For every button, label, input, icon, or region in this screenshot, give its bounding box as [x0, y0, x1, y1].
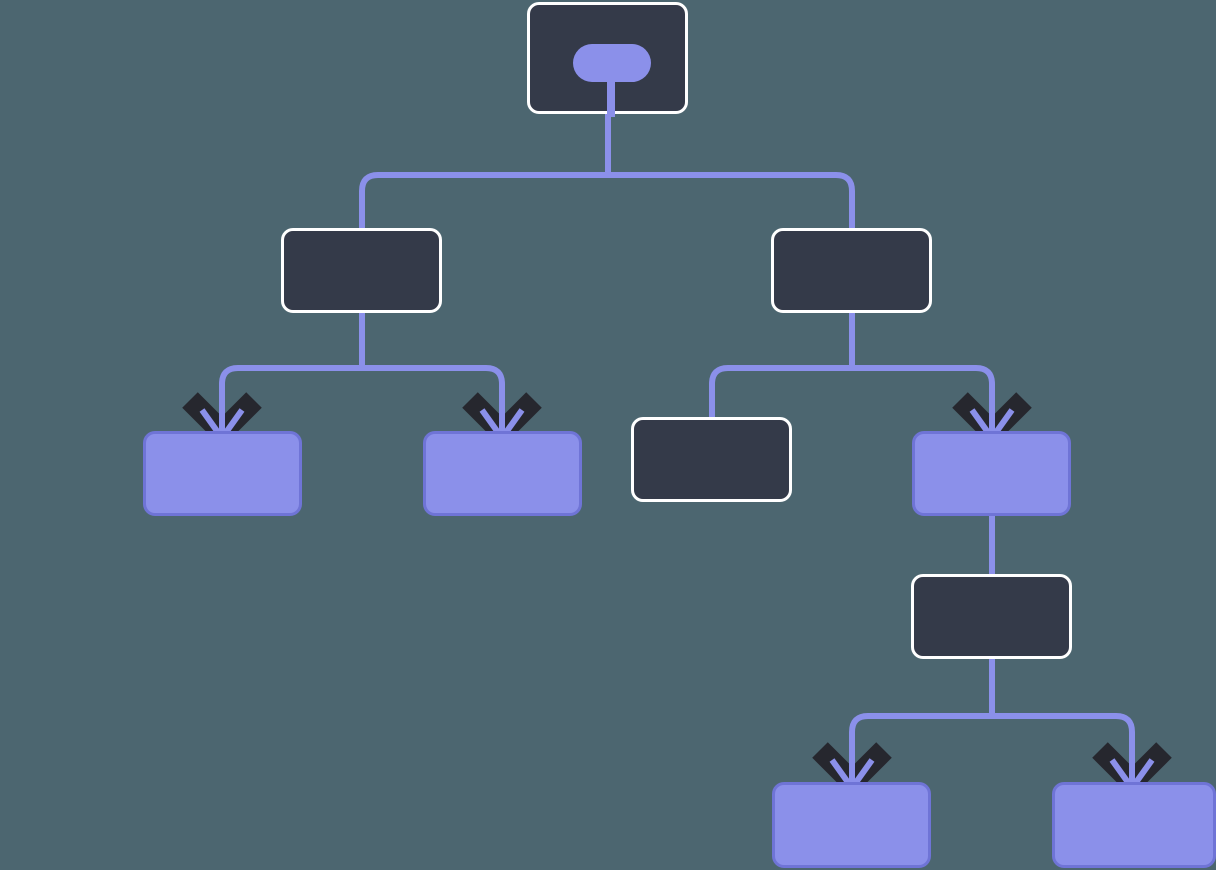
arrowhead	[1092, 742, 1172, 798]
arrowhead	[462, 392, 542, 448]
level2-leaf-a[interactable]	[143, 431, 302, 516]
root-node[interactable]	[527, 2, 688, 117]
level1-left-node[interactable]	[281, 228, 442, 313]
level4-leaf-b[interactable]	[1052, 782, 1216, 868]
level4-leaf-a[interactable]	[772, 782, 931, 868]
root-pill-icon	[573, 44, 651, 82]
arrowhead	[812, 742, 892, 798]
level2-dark-node[interactable]	[631, 417, 792, 502]
arrowhead	[952, 392, 1032, 448]
arrowhead	[182, 392, 262, 448]
level2-accent-node[interactable]	[912, 431, 1071, 516]
level3-dark-node[interactable]	[911, 574, 1072, 659]
root-pill-stem	[607, 73, 615, 117]
level1-right-node[interactable]	[771, 228, 932, 313]
level2-leaf-b[interactable]	[423, 431, 582, 516]
